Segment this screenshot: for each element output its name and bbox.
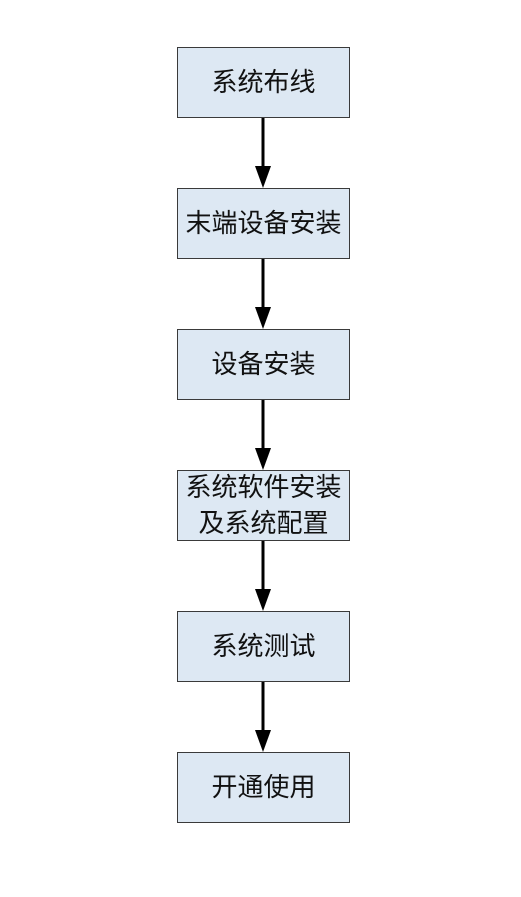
step-system-config-label: 及系统配置: [198, 508, 329, 539]
arrow-down-1: [255, 118, 271, 188]
step-device-install-label: 设备安装: [211, 349, 316, 380]
step-device-install-box: 设备安装: [177, 329, 350, 400]
step-system-cabling-box: 系统布线: [177, 47, 350, 118]
step-go-live-box: 开通使用: [177, 752, 350, 823]
step-terminal-device-install-label: 末端设备安装: [185, 208, 342, 239]
step-system-cabling-label: 系统布线: [211, 67, 316, 98]
step-system-test-box: 系统测试: [177, 611, 350, 682]
arrow-down-4: [255, 541, 271, 611]
step-software-install-config-box: 系统软件安装 及系统配置: [177, 470, 350, 541]
arrow-down-3: [255, 400, 271, 470]
step-go-live-label: 开通使用: [211, 772, 316, 803]
step-system-test-label: 系统测试: [211, 631, 316, 662]
arrow-down-5: [255, 682, 271, 752]
step-software-install-label: 系统软件安装: [185, 472, 342, 503]
arrow-down-2: [255, 259, 271, 329]
step-terminal-device-install-box: 末端设备安装: [177, 188, 350, 259]
